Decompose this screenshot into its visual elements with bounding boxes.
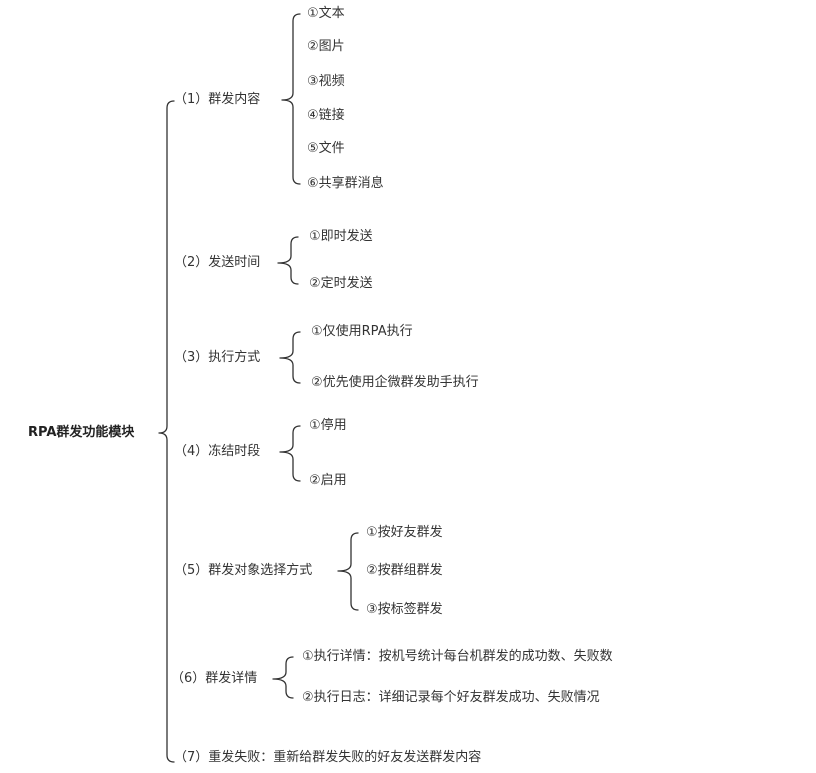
root-bracket	[158, 100, 175, 763]
leaf-node-5-3: ③按标签群发	[366, 602, 443, 617]
root-node: RPA群发功能模块	[28, 425, 135, 440]
leaf-node-4-2: ②启用	[309, 473, 347, 488]
branch-node-6: （6）群发详情	[171, 671, 258, 686]
leaf-node-4-1: ①停用	[309, 418, 347, 433]
leaf-node-6-1: ①执行详情：按机号统计每台机群发的成功数、失败数	[302, 649, 613, 664]
branch-3-bracket	[279, 331, 301, 384]
branch-node-2: （2）发送时间	[174, 255, 261, 270]
leaf-node-1-2: ②图片	[307, 39, 345, 54]
leaf-node-1-5: ⑤文件	[307, 141, 345, 156]
leaf-node-1-1: ①文本	[307, 6, 345, 21]
leaf-node-3-2: ②优先使用企微群发助手执行	[311, 375, 479, 390]
leaf-node-2-1: ①即时发送	[309, 229, 373, 244]
leaf-node-6-2: ②执行日志：详细记录每个好友群发成功、失败情况	[302, 690, 600, 705]
leaf-node-2-2: ②定时发送	[309, 276, 373, 291]
branch-1-bracket	[281, 13, 301, 185]
leaf-node-1-3: ③视频	[307, 74, 345, 89]
branch-6-bracket	[272, 656, 294, 699]
branch-2-bracket	[277, 236, 299, 285]
leaf-node-5-1: ①按好友群发	[366, 525, 443, 540]
branch-node-1: （1）群发内容	[174, 92, 261, 107]
leaf-node-5-2: ②按群组群发	[366, 563, 443, 578]
leaf-node-1-4: ④链接	[307, 108, 345, 123]
branch-node-4: （4）冻结时段	[174, 444, 261, 459]
branch-node-3: （3）执行方式	[174, 350, 261, 365]
leaf-node-3-1: ①仅使用RPA执行	[311, 324, 413, 339]
branch-5-bracket	[337, 532, 359, 611]
branch-4-bracket	[279, 425, 301, 482]
leaf-node-1-6: ⑥共享群消息	[307, 176, 384, 191]
branch-node-7: （7）重发失败：重新给群发失败的好友发送群发内容	[174, 750, 482, 765]
branch-node-5: （5）群发对象选择方式	[174, 563, 313, 578]
